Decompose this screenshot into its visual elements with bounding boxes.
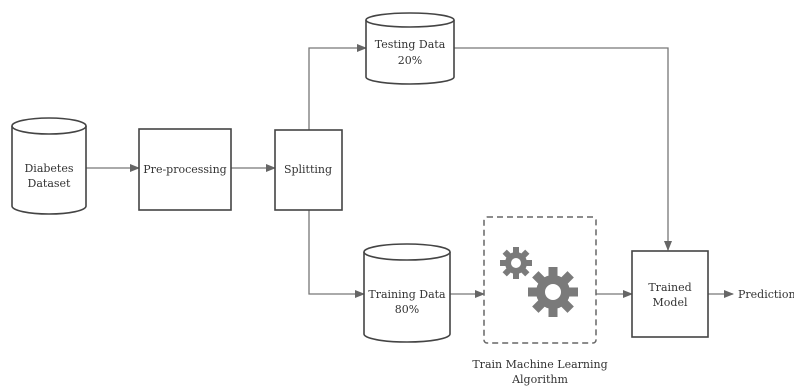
edge-testing-to-model (453, 47, 672, 251)
trained-model-label-line1: Trained (648, 281, 691, 294)
prediction-label: Prediction (738, 288, 794, 301)
trained-model-label-line2: Model (653, 296, 688, 309)
preprocessing-node: Pre-processing (138, 128, 232, 211)
edge-splitting-to-testing (308, 44, 367, 130)
diabetes-dataset-node: Diabetes Dataset (11, 117, 87, 215)
gears-icon (500, 247, 578, 317)
diabetes-dataset-label-line2: Dataset (28, 177, 72, 190)
diabetes-dataset-label-line1: Diabetes (24, 162, 73, 175)
edge-splitting-to-training (308, 210, 365, 298)
training-data-node: Training Data 80% (363, 243, 451, 343)
train-algorithm-node: Train Machine Learning Algorithm (472, 216, 608, 386)
splitting-label: Splitting (284, 163, 332, 176)
preprocessing-label: Pre-processing (143, 163, 226, 176)
training-data-label-line1: Training Data (368, 288, 446, 301)
trained-model-node: Trained Model (631, 250, 709, 338)
training-data-label-line2: 80% (395, 303, 419, 316)
train-algorithm-label-line2: Algorithm (511, 373, 568, 386)
train-algorithm-label-line1: Train Machine Learning (472, 358, 607, 371)
testing-data-label-line1: Testing Data (375, 38, 446, 51)
testing-data-label-line2: 20% (398, 54, 422, 67)
splitting-node: Splitting (274, 129, 343, 211)
testing-data-node: Testing Data 20% (365, 12, 455, 85)
